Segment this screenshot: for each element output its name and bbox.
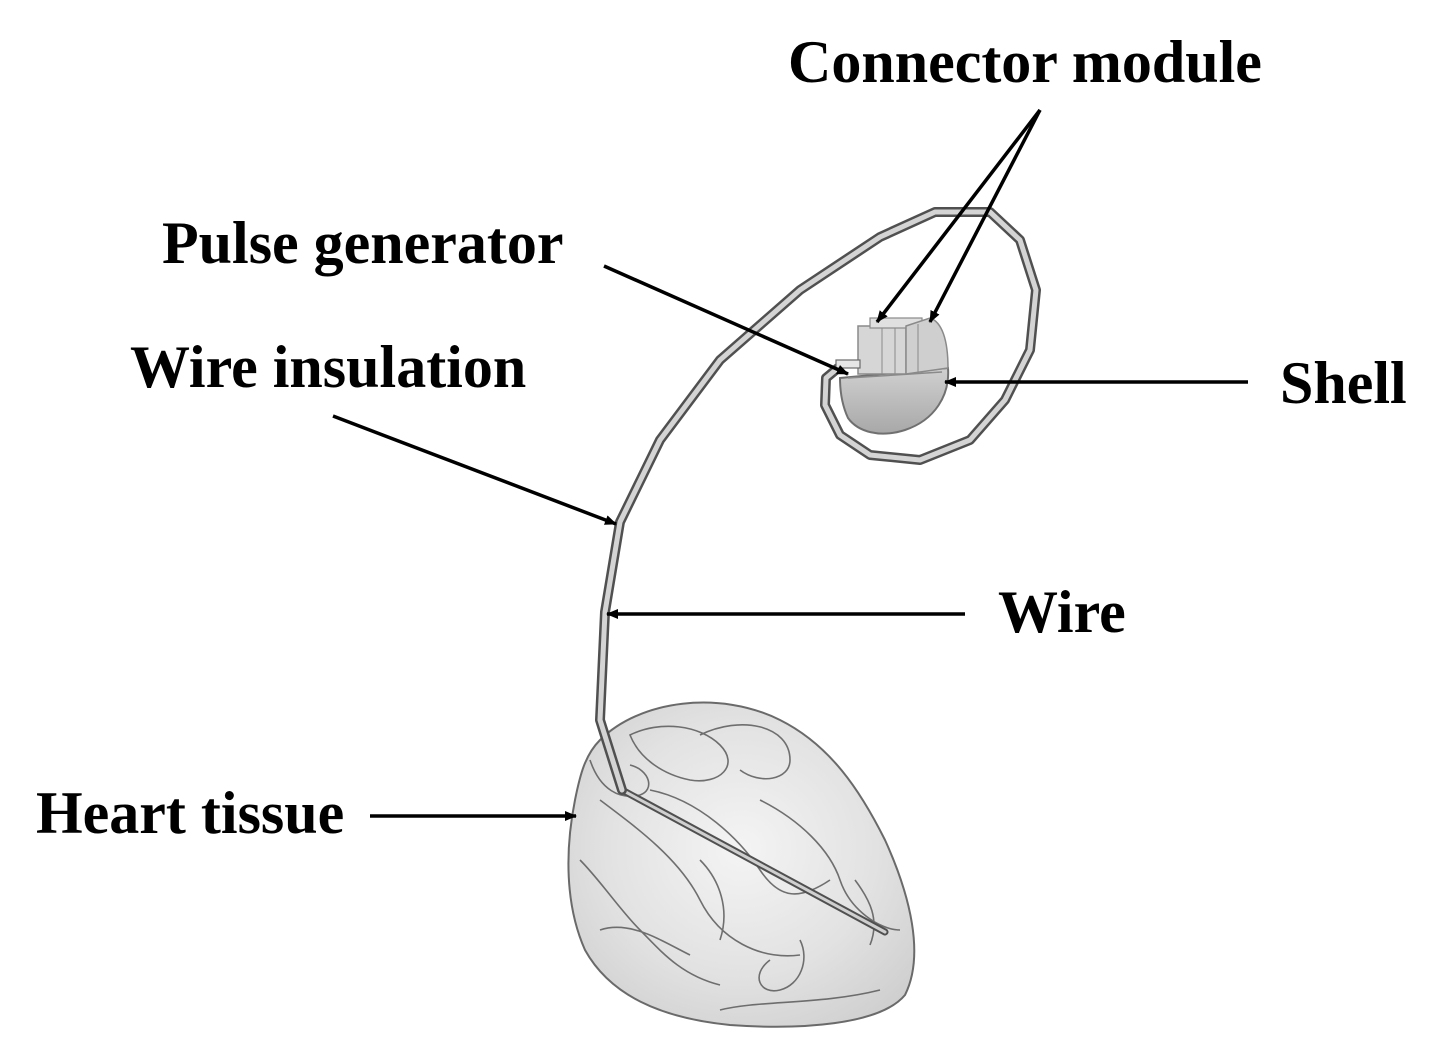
annotation-arrows xyxy=(332,108,1248,821)
label-wire: Wire xyxy=(998,579,1126,645)
label-heart-tissue: Heart tissue xyxy=(36,780,344,846)
pulse-generator-device xyxy=(835,317,950,435)
shell-body xyxy=(838,366,950,435)
heart-contours xyxy=(579,724,901,1011)
arrow-connector-module-1 xyxy=(875,108,1042,324)
arrow-connector-module-2 xyxy=(928,109,1042,323)
label-wire-insulation: Wire insulation xyxy=(130,334,526,400)
connector-module-block xyxy=(857,317,949,375)
arrow-pulse-generator xyxy=(603,264,849,376)
wire-lead xyxy=(595,207,1041,795)
arrow-wire-insulation xyxy=(332,414,617,526)
heart-tissue-model xyxy=(567,701,916,1028)
heart-body xyxy=(567,701,916,1028)
lead-in-heart xyxy=(618,786,889,936)
label-pulse-generator: Pulse generator xyxy=(162,210,564,276)
label-connector-module: Connector module xyxy=(788,29,1262,95)
labels: Connector module Pulse generator Wire in… xyxy=(36,29,1407,846)
label-shell: Shell xyxy=(1280,350,1407,416)
